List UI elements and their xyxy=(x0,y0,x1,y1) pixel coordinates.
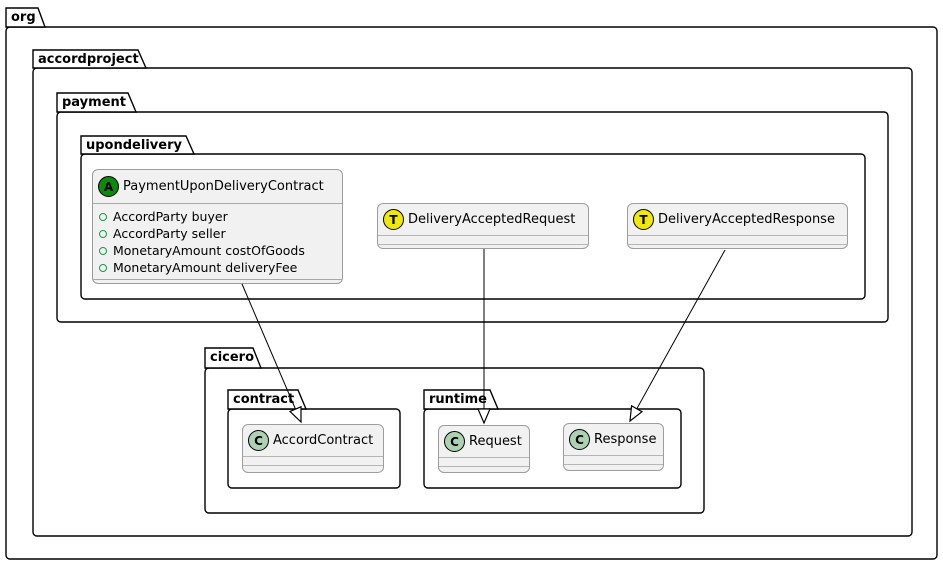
class-attributes-empty xyxy=(439,457,529,466)
field-visibility-icon xyxy=(99,263,107,272)
class-response: C Response xyxy=(563,423,664,471)
class-methods-empty xyxy=(378,244,588,248)
class-name: DeliveryAcceptedResponse xyxy=(658,212,835,227)
package-accordproject-tab xyxy=(32,49,148,69)
class-title-row: C Request xyxy=(439,426,529,457)
attribute-row: MonetaryAmount deliveryFee xyxy=(99,259,334,276)
field-visibility-icon xyxy=(99,212,107,221)
class-name: DeliveryAcceptedRequest xyxy=(408,212,576,227)
class-methods-empty xyxy=(564,464,663,470)
package-label-runtime: runtime xyxy=(429,392,487,407)
class-title-row: T DeliveryAcceptedResponse xyxy=(628,204,847,235)
transaction-spot-icon: T xyxy=(633,209,654,230)
package-runtime-tab xyxy=(423,389,500,410)
class-attributes: AccordParty buyer AccordParty seller Mon… xyxy=(93,203,342,279)
attribute-text: AccordParty buyer xyxy=(113,209,228,224)
field-visibility-icon xyxy=(99,229,107,238)
abstract-spot-icon: A xyxy=(98,176,119,197)
class-attributes-empty xyxy=(628,235,847,244)
package-label-cicero: cicero xyxy=(210,350,255,365)
class-name: Request xyxy=(469,434,522,449)
class-spot-icon: C xyxy=(569,429,590,450)
package-label-org: org xyxy=(11,10,36,25)
class-payment-upon-delivery-contract: A PaymentUponDeliveryContract AccordPart… xyxy=(92,169,343,284)
package-label-contract: contract xyxy=(233,392,295,407)
class-methods-empty xyxy=(243,465,383,472)
class-title-row: C AccordContract xyxy=(243,425,383,456)
class-methods-empty xyxy=(628,244,847,248)
class-title-row: A PaymentUponDeliveryContract xyxy=(93,170,342,203)
class-accord-contract: C AccordContract xyxy=(242,424,384,473)
class-name: Response xyxy=(594,432,657,447)
class-title-row: C Response xyxy=(564,424,663,455)
field-visibility-icon xyxy=(99,246,107,255)
attribute-text: MonetaryAmount deliveryFee xyxy=(113,260,298,275)
attribute-text: AccordParty seller xyxy=(113,226,226,241)
package-label-payment: payment xyxy=(62,95,126,110)
attribute-text: MonetaryAmount costOfGoods xyxy=(113,243,305,258)
package-org-tab xyxy=(5,7,47,28)
attribute-row: MonetaryAmount costOfGoods xyxy=(99,242,334,259)
package-upondelivery-tab xyxy=(80,135,196,155)
package-payment-tab xyxy=(56,92,138,113)
class-delivery-accepted-request: T DeliveryAcceptedRequest xyxy=(377,203,589,249)
class-spot-icon: C xyxy=(248,430,269,451)
attribute-row: AccordParty seller xyxy=(99,225,334,242)
class-methods-empty xyxy=(439,466,529,472)
attribute-row: AccordParty buyer xyxy=(99,208,334,225)
class-name: AccordContract xyxy=(273,433,374,448)
class-attributes-empty xyxy=(378,235,588,244)
package-label-accordproject: accordproject xyxy=(38,52,139,67)
class-attributes-empty xyxy=(564,455,663,464)
class-request: C Request xyxy=(438,425,530,473)
transaction-spot-icon: T xyxy=(383,209,404,230)
class-delivery-accepted-response: T DeliveryAcceptedResponse xyxy=(627,203,848,249)
class-attributes-empty xyxy=(243,456,383,465)
class-methods-empty xyxy=(93,279,342,283)
class-spot-icon: C xyxy=(444,431,465,452)
class-title-row: T DeliveryAcceptedRequest xyxy=(378,204,588,235)
class-name: PaymentUponDeliveryContract xyxy=(123,179,324,194)
package-label-upondelivery: upondelivery xyxy=(86,138,182,153)
